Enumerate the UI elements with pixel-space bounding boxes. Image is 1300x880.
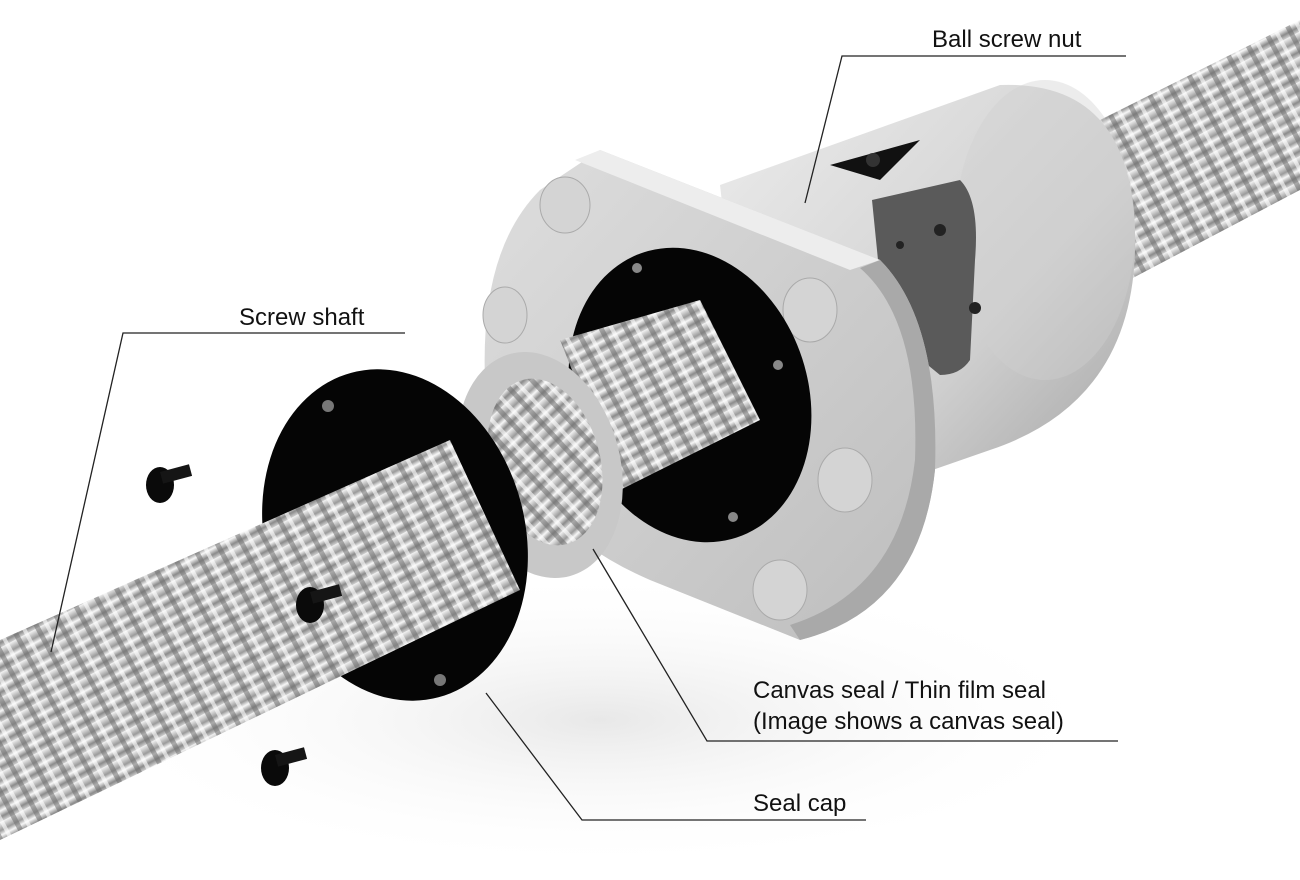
flange-hole xyxy=(782,277,838,343)
flange-hole xyxy=(752,559,808,621)
leader-line-screw-shaft xyxy=(50,332,405,653)
cap-screw xyxy=(261,747,308,786)
label-canvas-seal-line1: Canvas seal / Thin film seal xyxy=(753,677,1047,704)
label-ball-screw-nut: Ball screw nut xyxy=(932,26,1082,53)
cap-screw xyxy=(146,464,193,503)
label-screw-shaft: Screw shaft xyxy=(239,304,365,331)
leader-line-ball-screw-nut xyxy=(804,55,1126,204)
cap-screw xyxy=(296,584,343,623)
screw-shaft-right xyxy=(1080,20,1300,290)
screw-shaft-left xyxy=(0,440,520,840)
flange-hole xyxy=(482,286,528,344)
label-seal-cap: Seal cap xyxy=(753,790,847,817)
label-canvas-seal-line2: (Image shows a canvas seal) xyxy=(753,708,1064,735)
flange-hole xyxy=(539,176,591,234)
flange-hole xyxy=(817,447,873,513)
leader-line-canvas-seal xyxy=(592,548,1118,742)
leader-line-seal-cap xyxy=(485,692,866,821)
